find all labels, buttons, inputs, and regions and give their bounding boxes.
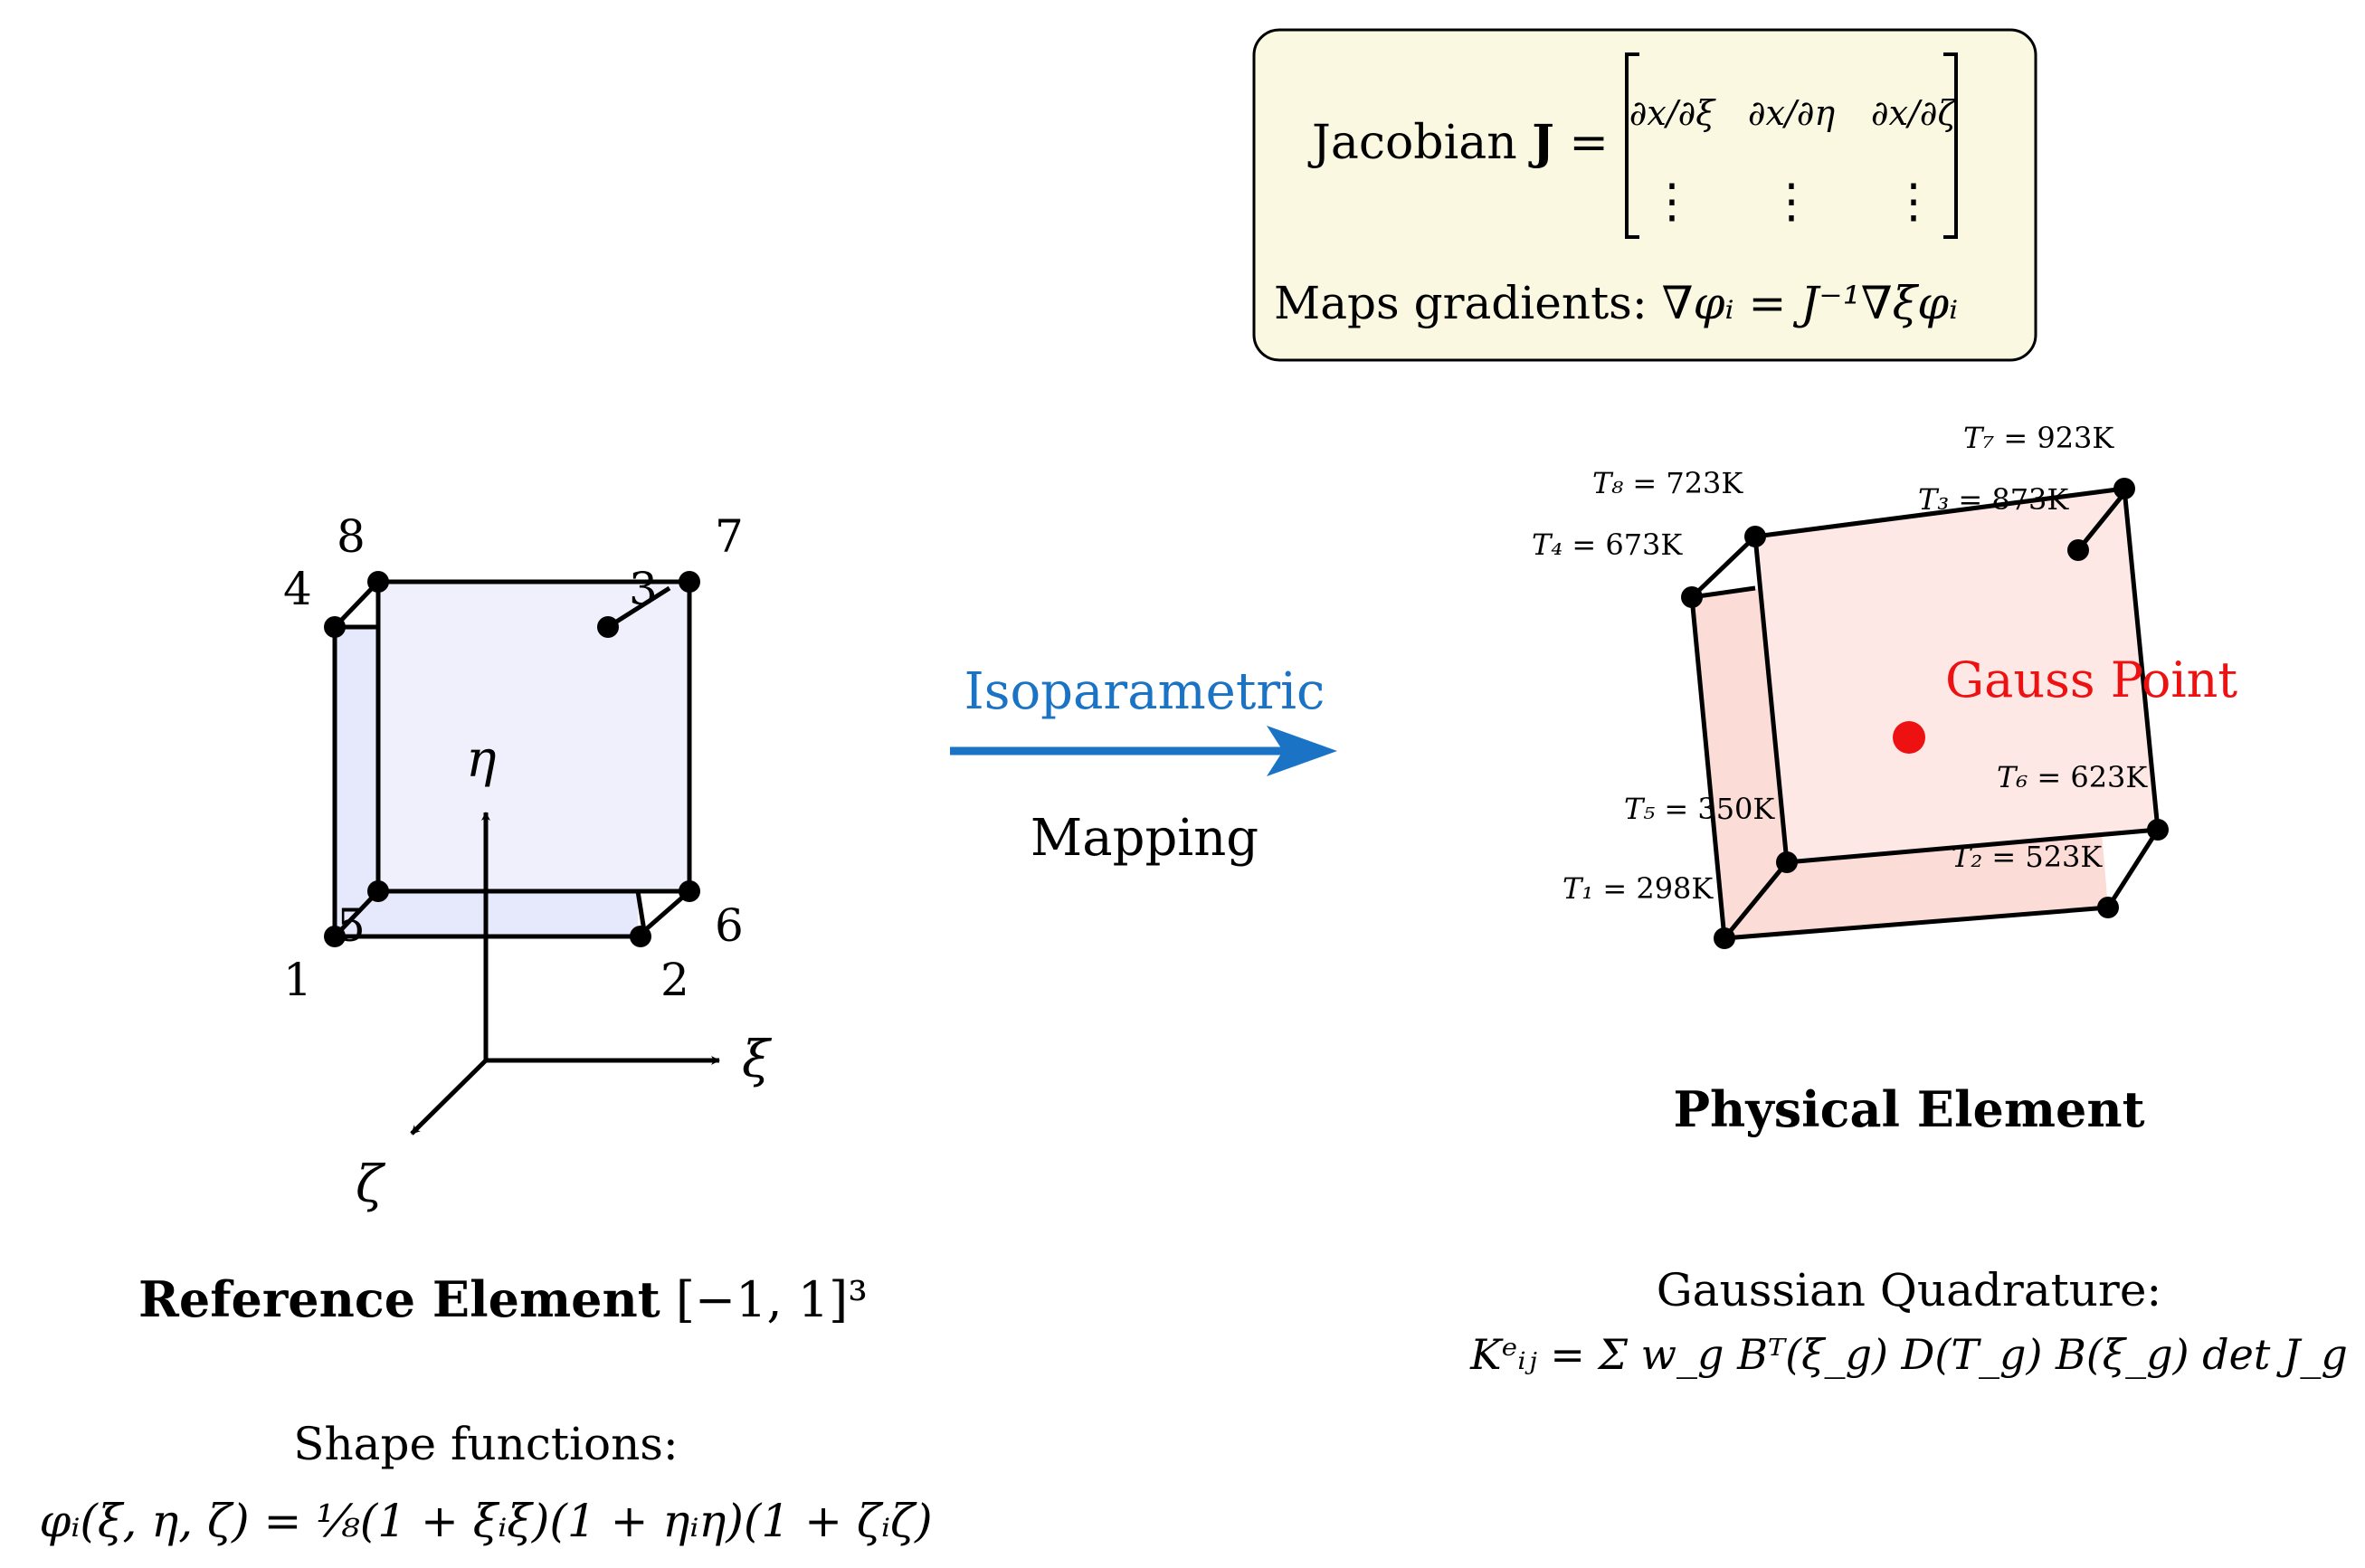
physical-node-2 — [2097, 897, 2119, 918]
temperature-label-2: T₂ = 523K — [1952, 840, 2103, 874]
reference-node-label-7: 7 — [715, 510, 744, 563]
matrix-entry-2-3: ⋮ — [1890, 175, 1937, 229]
gradient-formula: ∇φᵢ = J⁻¹∇ξφᵢ — [1662, 277, 1959, 329]
temperature-label-6: T₆ = 623K — [1997, 760, 2148, 794]
reference-node-label-4: 4 — [283, 563, 312, 615]
matrix-right-bracket — [1943, 52, 1958, 239]
reference-node-4 — [324, 616, 346, 638]
gradient-label: Maps gradients: — [1274, 277, 1648, 329]
temperature-label-4: T₄ = 673K — [1532, 527, 1683, 562]
matrix-entry-2-2: ⋮ — [1768, 175, 1815, 229]
temperature-label-7: T₇ = 923K — [1963, 421, 2114, 455]
jacobian-label: Jacobian — [1307, 116, 1517, 170]
matrix-entry-1-1: ∂x/∂ξ — [1629, 93, 1717, 133]
quadrature-label: Gaussian Quadrature: — [1657, 1264, 2162, 1316]
reference-node-8 — [367, 571, 389, 593]
svg-text:Maps gradients: ∇φᵢ = J⁻¹∇ξφᵢ: Maps gradients: ∇φᵢ = J⁻¹∇ξφᵢ — [1274, 277, 1958, 329]
reference-node-6 — [679, 880, 700, 902]
mapping-bottom-label: Mapping — [1031, 809, 1258, 868]
physical-node-8 — [1744, 526, 1766, 547]
gauss-point — [1893, 721, 1925, 754]
temperature-label-5: T₅ = 350K — [1624, 792, 1775, 826]
shape-function-formula: φᵢ(ξ, η, ζ) = ⅛(1 + ξᵢξ)(1 + ηᵢη)(1 + ζᵢ… — [39, 1495, 932, 1547]
reference-node-label-3: 3 — [629, 563, 658, 615]
jacobian-box: Jacobian J = ∂x/∂ξ ∂x/∂η ∂x/∂ζ ⋮ ⋮ ⋮ Map… — [1252, 28, 2037, 362]
reference-element: 1 2 3 4 5 6 7 8 η ξ ζ Reference Element … — [39, 510, 932, 1547]
reference-node-label-6: 6 — [715, 899, 744, 952]
reference-node-5 — [367, 880, 389, 902]
physical-element: Gauss Point T₁ = 298K T₂ = 523K T₃ = 873… — [1469, 421, 2348, 1379]
physical-node-4 — [1681, 586, 1703, 608]
mapping-arrow: Isoparametric Mapping — [950, 662, 1337, 868]
reference-node-3 — [597, 616, 619, 638]
jacobian-equals: = — [1569, 116, 1609, 170]
reference-node-7 — [679, 571, 700, 593]
temperature-label-8: T₈ = 723K — [1592, 466, 1743, 500]
physical-node-1 — [1714, 927, 1735, 949]
physical-front-face — [1755, 489, 2158, 862]
eta-label: η — [466, 730, 497, 789]
jacobian-symbol: J — [1528, 115, 1554, 170]
matrix-entry-1-3: ∂x/∂ζ — [1871, 93, 1959, 133]
svg-text:Jacobian J =: Jacobian J = — [1307, 115, 1609, 170]
reference-node-label-5: 5 — [337, 899, 366, 952]
shape-functions-label: Shape functions: — [293, 1418, 679, 1470]
reference-node-label-1: 1 — [283, 954, 312, 1006]
zeta-axis — [410, 1059, 488, 1136]
reference-title: Reference Element — [138, 1270, 660, 1328]
reference-axes — [410, 812, 720, 1136]
mapping-arrow-head — [1267, 726, 1337, 776]
reference-domain: [−1, 1]³ — [676, 1271, 868, 1328]
physical-node-3 — [2067, 539, 2089, 561]
xi-label: ξ — [742, 1031, 773, 1089]
quadrature-formula: Kᵉᵢⱼ = Σ w_g Bᵀ(ξ_g) D(T_g) B(ξ_g) det J… — [1469, 1330, 2348, 1379]
physical-node-6 — [2147, 819, 2169, 841]
matrix-entry-1-2: ∂x/∂η — [1748, 93, 1836, 133]
temperature-label-3: T₃ = 873K — [1918, 482, 2069, 517]
matrix-entry-2-1: ⋮ — [1648, 175, 1695, 229]
physical-title: Physical Element — [1673, 1080, 2144, 1138]
physical-node-5 — [1776, 851, 1798, 873]
jacobian-box-frame — [1252, 28, 2037, 362]
reference-node-label-8: 8 — [337, 510, 366, 563]
zeta-label: ζ — [356, 1155, 386, 1214]
mapping-top-label: Isoparametric — [964, 662, 1325, 721]
reference-front-face — [378, 582, 689, 891]
reference-node-label-2: 2 — [660, 954, 689, 1006]
svg-text:Reference Element [−1, 1]³: Reference Element [−1, 1]³ — [138, 1270, 868, 1328]
temperature-label-1: T₁ = 298K — [1562, 871, 1714, 906]
reference-node-2 — [630, 926, 651, 947]
reference-node-1 — [324, 926, 346, 947]
gauss-point-label: Gauss Point — [1945, 651, 2237, 708]
matrix-left-bracket — [1625, 52, 1639, 239]
physical-node-7 — [2113, 478, 2135, 499]
